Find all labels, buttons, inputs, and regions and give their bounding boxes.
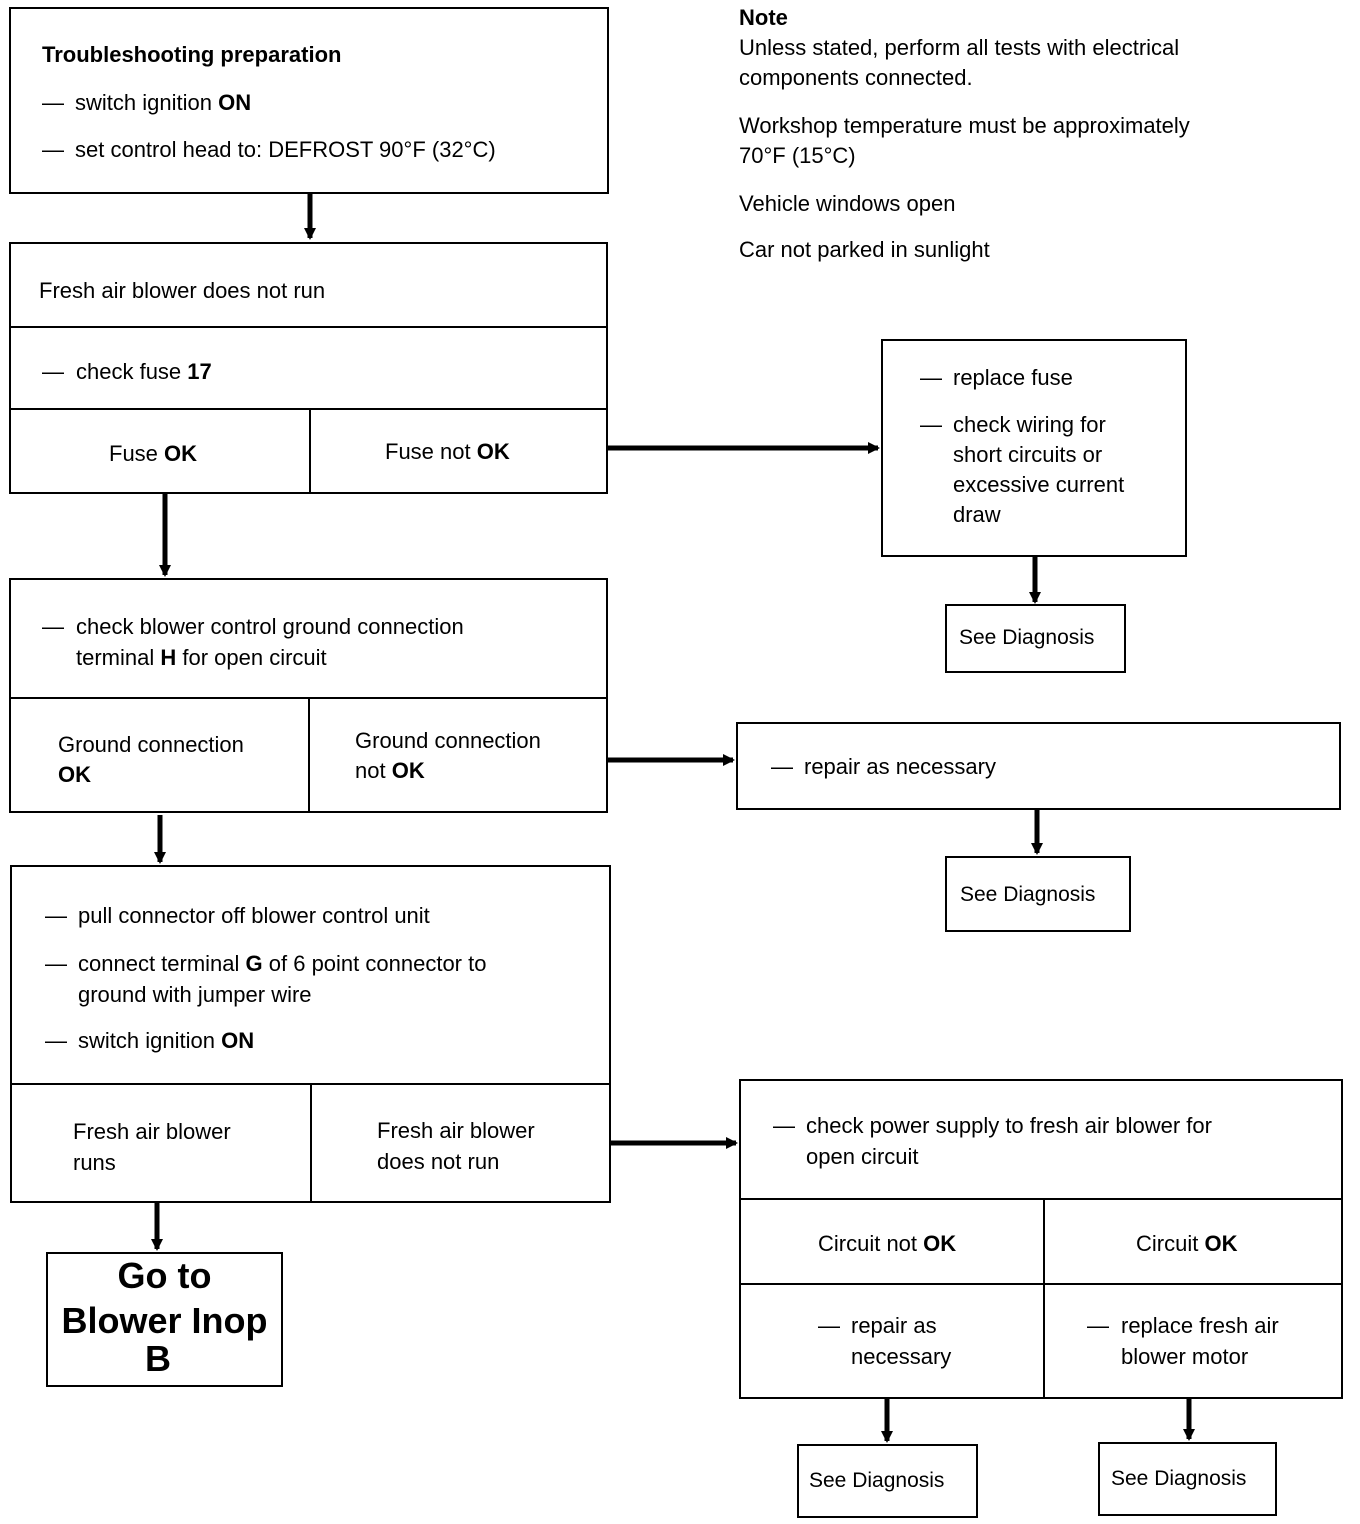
prep-step-1: switch ignition ON [75,90,252,115]
dash-icon: — [773,1113,795,1138]
check-wiring-line-3: excessive current [953,472,1125,497]
prep-title: Troubleshooting preparation [42,42,342,67]
see-diagnosis-label: See Diagnosis [809,1469,945,1492]
divider [308,697,310,813]
divider [11,408,606,410]
divider [741,1198,1341,1200]
switch-ignition-step: switch ignition ON [78,1028,255,1053]
see-diagnosis-label: See Diagnosis [959,626,1095,649]
dash-icon: — [45,903,67,928]
goto-line-1: Go to [117,1255,212,1296]
blower-not-run-line-2: does not run [377,1149,500,1174]
dash-icon: — [1087,1313,1109,1338]
see-diagnosis-box-replace[interactable]: See Diagnosis [1098,1442,1277,1516]
note-line-1: Unless stated, perform all tests with el… [739,35,1180,60]
fuse-not-ok-result: Fuse not OK [385,439,510,464]
ground-check-box: — check blower control ground connection… [9,578,608,813]
fuse-check-box: Fresh air blower does not run — check fu… [9,242,608,494]
dash-icon: — [42,137,64,162]
fuse-ok-result: Fuse OK [109,441,198,466]
connect-terminal-line-2: ground with jumper wire [78,982,312,1007]
divider [741,1283,1341,1285]
symptom-label: Fresh air blower does not run [39,278,326,303]
blower-not-run-line-1: Fresh air blower [377,1118,535,1143]
ground-check-line-2: terminal H for open circuit [76,645,327,670]
repair-as-necessary-step: repair as necessary [804,754,996,779]
repair-line-2: necessary [851,1344,952,1369]
blower-runs-line-1: Fresh air blower [73,1119,231,1144]
dash-icon: — [45,951,67,976]
divider [310,1083,312,1203]
power-check-line-1: check power supply to fresh air blower f… [806,1113,1212,1138]
note-line-6: Car not parked in sunlight [739,237,990,262]
dash-icon: — [42,359,64,384]
goto-line-2: Blower Inop [61,1300,268,1341]
note-line-4: 70°F (15°C) [739,143,856,168]
prep-box: Troubleshooting preparation — switch ign… [9,7,609,194]
note-line-2: components connected. [739,65,973,90]
note-line-5: Vehicle windows open [739,191,956,216]
see-diagnosis-box-repair[interactable]: See Diagnosis [797,1444,978,1518]
pull-connector-step: pull connector off blower control unit [78,903,430,928]
divider [309,408,311,494]
power-supply-box: — check power supply to fresh air blower… [739,1079,1343,1399]
check-wiring-line-2: short circuits or [953,442,1103,467]
ground-check-line-1: check blower control ground connection [76,614,464,639]
fuse-fix-box: — replace fuse — check wiring for short … [881,339,1187,557]
see-diagnosis-label: See Diagnosis [1111,1467,1247,1490]
ground-ok-line-1: Ground connection [58,732,244,757]
check-wiring-line-4: draw [953,502,1001,527]
dash-icon: — [45,1028,67,1053]
divider [11,326,606,328]
blower-runs-line-2: runs [73,1150,116,1175]
ground-fix-box: — repair as necessary [736,722,1341,810]
divider [1043,1198,1045,1399]
dash-icon: — [920,365,942,390]
see-diagnosis-box-ground[interactable]: See Diagnosis [945,856,1131,932]
note-line-3: Workshop temperature must be approximate… [739,113,1190,138]
goto-line-3: B [145,1338,171,1379]
prep-step-2: set control head to: DEFROST 90°F (32°C) [75,137,496,162]
connector-test-box: — pull connector off blower control unit… [10,865,611,1203]
check-wiring-line-1: check wiring for [953,412,1106,437]
ground-ok-line-2: OK [58,762,91,787]
replace-motor-line-2: blower motor [1121,1344,1249,1369]
dash-icon: — [771,754,793,779]
see-diagnosis-label: See Diagnosis [960,883,1096,906]
dash-icon: — [818,1313,840,1338]
see-diagnosis-box-fuse[interactable]: See Diagnosis [945,604,1126,673]
replace-fuse-step: replace fuse [953,365,1073,390]
ground-not-ok-line-2: not OK [355,758,425,783]
fuse-check-step: check fuse 17 [76,359,212,384]
dash-icon: — [42,90,64,115]
power-check-line-2: open circuit [806,1144,919,1169]
circuit-not-ok-result: Circuit not OK [818,1231,957,1256]
dash-icon: — [42,614,64,639]
note-title: Note [739,5,788,30]
circuit-ok-result: Circuit OK [1136,1231,1238,1256]
connect-terminal-line-1: connect terminal G of 6 point connector … [78,951,487,976]
replace-motor-line-1: replace fresh air [1121,1313,1279,1338]
repair-line-1: repair as [851,1313,937,1338]
ground-not-ok-line-1: Ground connection [355,728,541,753]
dash-icon: — [920,412,942,437]
goto-blower-inop-b-box[interactable]: Go to Blower Inop B [46,1252,283,1387]
